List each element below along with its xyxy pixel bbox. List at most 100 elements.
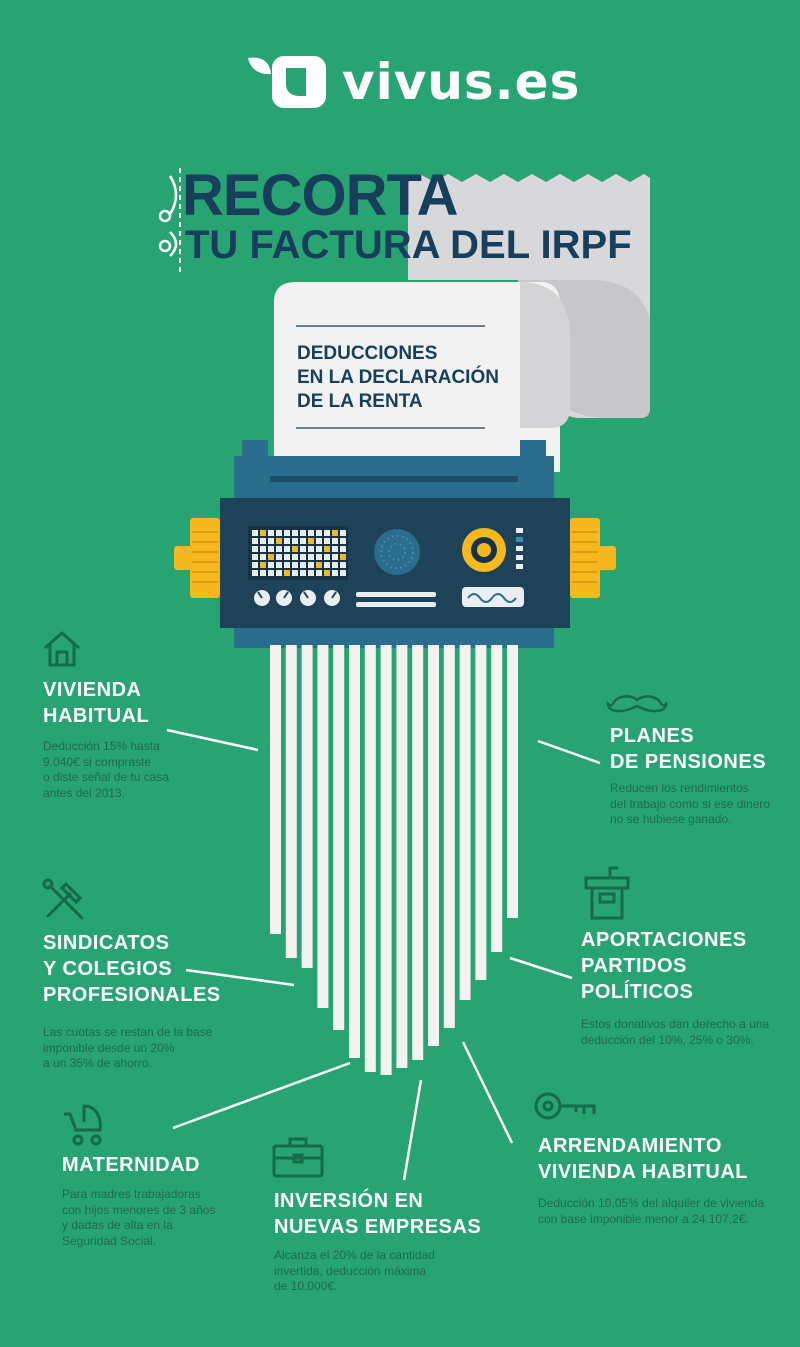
display-cell	[284, 546, 290, 552]
display-cell	[292, 538, 298, 544]
paper-strip	[412, 645, 424, 1060]
display-cell	[276, 538, 282, 544]
display-cell	[260, 554, 266, 560]
title-line-1: RECORTA	[182, 163, 458, 228]
display-cell	[292, 554, 298, 560]
display-cell	[324, 554, 330, 560]
display-cell	[276, 562, 282, 568]
document-sheet	[274, 282, 570, 472]
display-cell	[332, 570, 338, 576]
display-cell	[324, 538, 330, 544]
display-cell	[260, 570, 266, 576]
paper-strip	[380, 645, 392, 1075]
display-cell	[300, 530, 306, 536]
display-cell	[260, 530, 266, 536]
tools-icon	[42, 878, 84, 920]
display-cell	[316, 530, 322, 536]
brand-name: vivus.es	[342, 53, 581, 111]
display-cell	[308, 538, 314, 544]
section-partidos-desc: Estos donativos dan derecho a una deducc…	[581, 1017, 770, 1047]
display-cell	[332, 554, 338, 560]
display-cell	[292, 562, 298, 568]
display-cell	[332, 530, 338, 536]
key-icon	[534, 1092, 596, 1120]
vivus-logo-icon	[248, 56, 326, 108]
display-cell	[300, 570, 306, 576]
display-cell	[284, 562, 290, 568]
section-maternidad-title: MATERNIDAD	[62, 1154, 200, 1176]
display-cell	[268, 538, 274, 544]
section-arrendamiento-desc: Deducción 10,05% del alquiler de viviend…	[538, 1196, 765, 1226]
display-cell	[252, 530, 258, 536]
display-cell	[324, 546, 330, 552]
paper-strip	[396, 645, 408, 1068]
display-cell	[316, 546, 322, 552]
section-vivienda-title: VIVIENDA HABITUAL	[43, 679, 150, 727]
paper-strip	[333, 645, 345, 1030]
display-cell	[340, 554, 346, 560]
paper-strip	[459, 645, 471, 1000]
display-cell	[252, 562, 258, 568]
display-cell	[284, 570, 290, 576]
paper-strip	[270, 645, 281, 934]
display-cell	[292, 546, 298, 552]
section-inversion-title: INVERSIÓN EN NUEVAS EMPRESAS	[274, 1190, 482, 1238]
display-cell	[276, 546, 282, 552]
display-cell	[316, 538, 322, 544]
display-cell	[340, 538, 346, 544]
document-line: DEDUCCIONES	[297, 343, 438, 364]
display-cell	[284, 530, 290, 536]
display-cell	[340, 562, 346, 568]
display-cell	[276, 570, 282, 576]
paper-strip	[428, 645, 439, 1046]
display-cell	[316, 570, 322, 576]
display-cell	[340, 546, 346, 552]
display-cell	[308, 570, 314, 576]
brand-logo[interactable]: vivus.es	[248, 52, 580, 112]
paper-strip	[443, 645, 455, 1028]
document-line: DE LA RENTA	[297, 391, 423, 412]
display-cell	[284, 554, 290, 560]
display-cell	[292, 530, 298, 536]
display-cell	[292, 570, 298, 576]
section-vivienda-desc: Deducción 15% hasta 9.040€ si compraste …	[43, 739, 170, 800]
display-cell	[332, 538, 338, 544]
display-cell	[316, 562, 322, 568]
display-cell	[308, 546, 314, 552]
display-cell	[260, 546, 266, 552]
paper-strip	[317, 645, 329, 1008]
display-cell	[252, 554, 258, 560]
podium-icon	[584, 866, 630, 920]
display-cell	[324, 530, 330, 536]
paper-strip	[475, 645, 487, 980]
display-cell	[340, 570, 346, 576]
display-cell	[260, 562, 266, 568]
display-cell	[252, 546, 258, 552]
paper-strip	[301, 645, 313, 968]
display-cell	[276, 554, 282, 560]
document-heading: DEDUCCIONES EN LA DECLARACIÓN DE LA RENT…	[297, 342, 499, 414]
document-line: EN LA DECLARACIÓN	[297, 367, 499, 388]
section-partidos-title: APORTACIONES PARTIDOS POLÍTICOS	[581, 929, 747, 1003]
display-cell	[300, 554, 306, 560]
stroller-icon	[64, 1104, 102, 1146]
display-cell	[316, 554, 322, 560]
paper-strip	[491, 645, 503, 952]
display-cell	[300, 546, 306, 552]
paper-strip	[349, 645, 360, 1058]
shredder-machine	[174, 440, 616, 648]
display-cell	[324, 570, 330, 576]
display-cell	[308, 530, 314, 536]
mustache-icon	[606, 695, 668, 713]
display-cell	[268, 554, 274, 560]
section-pensiones-desc: Reducen los rendimientos del trabajo com…	[610, 781, 771, 826]
display-cell	[300, 538, 306, 544]
display-cell	[332, 562, 338, 568]
display-cell	[268, 570, 274, 576]
display-cell	[268, 546, 274, 552]
display-cell	[252, 538, 258, 544]
paper-strip	[285, 645, 297, 958]
paper-strip	[364, 645, 376, 1072]
